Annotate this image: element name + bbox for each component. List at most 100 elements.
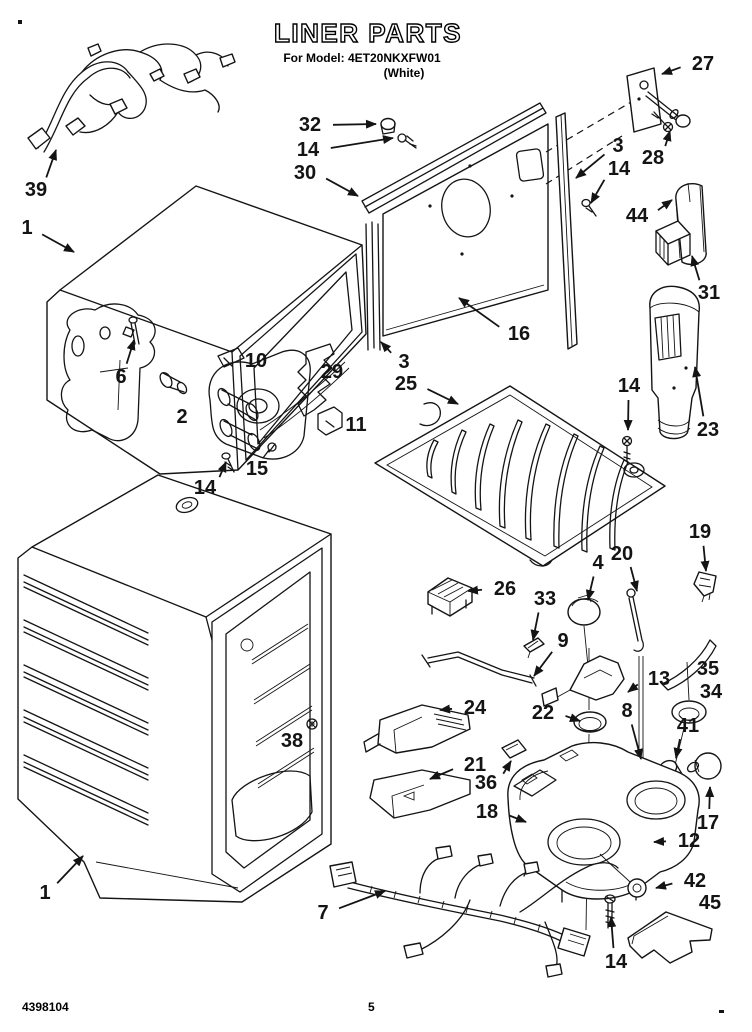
callout-number: 12 [678,830,700,852]
callout-number: 29 [321,361,343,383]
callout-number: 14 [608,158,631,180]
callout-38: 38 [281,730,303,752]
callout-14: 14 [590,158,631,204]
callout-17: 17 [697,786,719,834]
callout-number: 1 [21,217,32,239]
callout-36: 36 [475,760,512,794]
print-mark-top-left [18,20,22,24]
callout-31: 31 [690,255,720,304]
partition-panel-drawing [361,67,707,440]
callout-25: 25 [395,373,459,405]
callout-9: 9 [533,630,569,677]
callout-number: 33 [534,588,556,610]
callout-number: 19 [689,521,711,543]
callout-3: 3 [380,341,410,373]
lower-wire-harness-drawing [329,845,619,978]
callout-number: 14 [297,139,320,161]
callout-number: 14 [618,375,641,397]
callout-26: 26 [467,578,516,600]
callout-39: 39 [25,149,57,201]
callout-32: 32 [299,114,377,136]
callout-number: 38 [281,730,303,752]
callout-number: 7 [317,902,328,924]
callout-number: 28 [642,147,664,169]
freezer-liner-drawing [46,185,367,475]
callout-22: 22 [532,702,581,724]
callout-33: 33 [530,588,556,641]
callout-number: 30 [294,162,316,184]
callout-35: 35 [697,658,719,680]
callout-number: 20 [611,543,633,565]
callout-24: 24 [439,697,487,719]
callout-29: 29 [321,361,343,383]
page-number: 5 [368,1000,375,1014]
callout-number: 15 [246,458,268,480]
callout-2: 2 [176,406,187,428]
callout-number: 24 [464,697,487,719]
callout-number: 35 [697,658,719,680]
callout-14: 14 [618,375,641,431]
callout-number: 22 [532,702,554,724]
callout-27: 27 [661,53,714,75]
callout-12: 12 [653,830,700,852]
callout-number: 14 [194,477,217,499]
callout-44: 44 [626,199,673,227]
callout-number: 3 [612,135,623,157]
callout-number: 16 [508,323,530,345]
callout-6: 6 [115,339,136,388]
callout-15: 15 [246,458,268,480]
callout-1: 1 [39,855,84,904]
callout-34: 34 [700,681,723,703]
callout-7: 7 [317,890,386,924]
vent-shelf-drawing [374,385,666,567]
callout-41: 41 [673,715,699,759]
callout-28: 28 [642,130,672,169]
callout-number: 6 [115,366,126,388]
callout-number: 18 [476,801,498,823]
callout-number: 11 [345,414,366,436]
callout-42: 42 [655,870,706,892]
callout-23: 23 [692,366,719,441]
model-line: For Model: 4ET20NKXFW01 [283,51,441,65]
callout-14: 14 [605,916,628,973]
callout-number: 9 [557,630,568,652]
callout-number: 23 [697,419,719,441]
callout-number: 14 [605,951,628,973]
callout-number: 41 [677,715,699,737]
callout-19: 19 [689,521,711,572]
callout-number: 26 [494,578,516,600]
color-line: (White) [384,66,425,80]
callout-14: 14 [297,135,394,161]
callout-18: 18 [476,801,527,823]
callout-1: 1 [21,217,75,253]
callout-14: 14 [194,461,227,499]
callout-30: 30 [294,162,359,197]
callout-10: 10 [245,350,267,372]
print-mark-bottom-right [719,1010,724,1013]
fresh-food-liner-drawing [17,474,332,903]
callout-number: 34 [700,681,723,703]
callout-21: 21 [429,754,486,780]
callout-number: 42 [684,870,706,892]
callout-number: 10 [245,350,267,372]
callout-number: 3 [398,351,409,373]
callout-3: 3 [575,135,624,179]
callout-number: 27 [692,53,714,75]
callout-number: 1 [39,882,50,904]
callout-45: 45 [699,892,721,914]
callout-number: 25 [395,373,417,395]
callout-16: 16 [458,297,530,345]
callout-number: 21 [464,754,486,776]
callout-number: 17 [697,812,719,834]
callout-number: 39 [25,179,47,201]
callout-number: 32 [299,114,321,136]
callout-11: 11 [345,414,366,436]
callout-number: 8 [621,700,632,722]
doc-number: 4398104 [22,1000,69,1014]
callout-number: 36 [475,772,497,794]
callout-13: 13 [627,668,670,693]
upper-wire-harness-drawing [27,43,236,153]
callout-8: 8 [621,700,643,760]
